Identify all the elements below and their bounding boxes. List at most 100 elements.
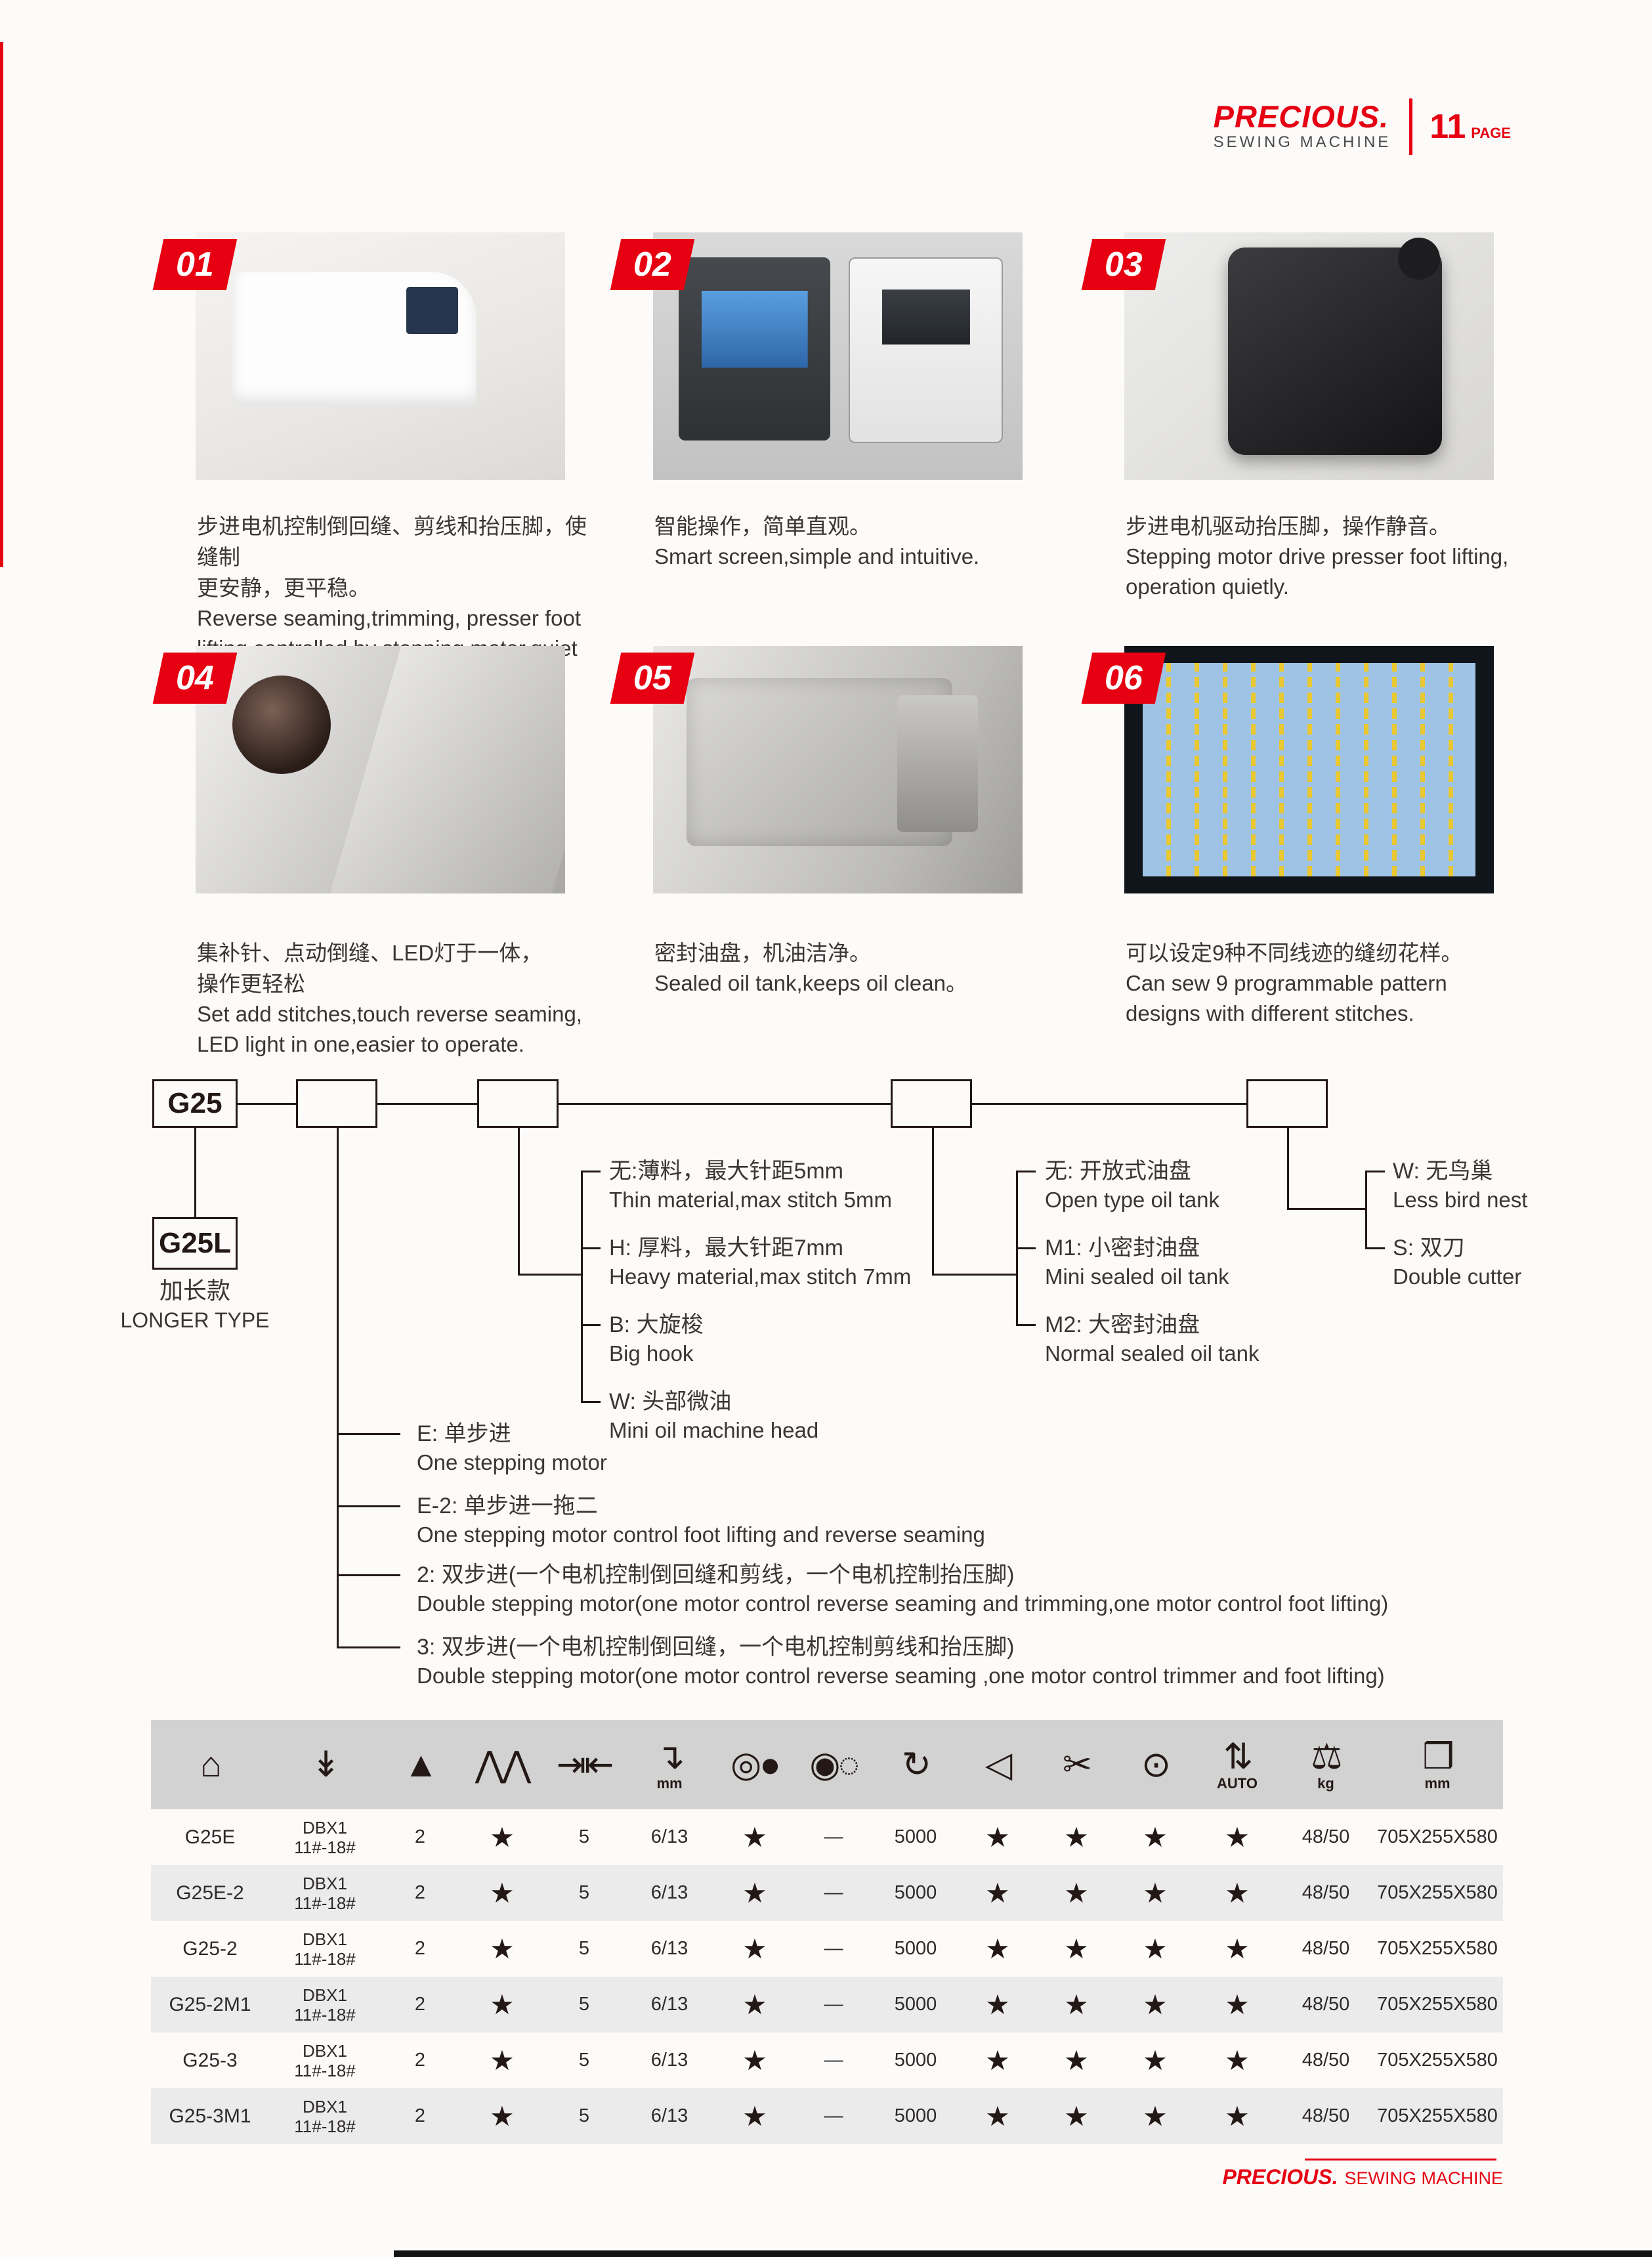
- connector-line: [581, 1401, 601, 1403]
- spec-value: ★: [1143, 1989, 1168, 2020]
- spec-value: 6/13: [650, 1882, 688, 1903]
- option-en: Less bird nest: [1393, 1188, 1528, 1212]
- connector-line: [337, 1574, 400, 1576]
- connector-line: [932, 1128, 934, 1276]
- feature-text: 智能操作，简单直观。Smart screen,simple and intuit…: [654, 511, 1048, 572]
- spec-value: 6/13: [650, 1994, 688, 2015]
- spec-value: 5000: [894, 1994, 937, 2015]
- spec-value: ★: [1064, 1989, 1089, 2020]
- connector-line: [377, 1103, 477, 1105]
- spec-value: ★: [1225, 1933, 1250, 1964]
- option-cn: 2: 双步进(一个电机控制倒回缝和剪线，一个电机控制抬压脚): [417, 1562, 1015, 1587]
- spec-value: ★: [985, 1933, 1010, 1964]
- spec-value: ★: [985, 2045, 1010, 2076]
- spec-value: 5000: [894, 1882, 937, 1903]
- spec-value: 705X255X580: [1377, 1938, 1498, 1959]
- column-header-auto-foot-lift-icon: ⇅AUTO: [1195, 1720, 1280, 1809]
- column-header-feed-dog-icon: ⋀⋀: [459, 1720, 545, 1809]
- max-speed-icon: ↻: [901, 1745, 931, 1784]
- auto-foot-lift-icon: ⇅: [1223, 1737, 1253, 1776]
- motor-option-1: E-2: 单步进一拖二 One stepping motor control fo…: [417, 1492, 1441, 1549]
- footer-brand: PRECIOUS.: [1222, 2165, 1338, 2189]
- feature-number: 02: [633, 246, 671, 284]
- option-cn: E: 单步进: [417, 1421, 511, 1446]
- spec-value: ★: [1064, 1822, 1089, 1853]
- needle-gauge-icon: ⇥⇤: [556, 1745, 614, 1784]
- connector-line: [337, 1646, 400, 1648]
- model-box-g25l: G25L: [152, 1217, 238, 1270]
- spec-value: 5: [578, 2050, 590, 2071]
- feature-photo-03: [1124, 232, 1494, 480]
- model-name: G25E: [184, 1826, 236, 1848]
- feature-text: 可以设定9种不同线迹的缝纫花样。Can sew 9 programmable p…: [1126, 937, 1519, 1029]
- connector-line: [1365, 1247, 1385, 1249]
- spec-value: 5000: [894, 1938, 937, 1959]
- spec-value: ★: [490, 1822, 515, 1853]
- option-cn: W: 无鸟巢: [1393, 1159, 1493, 1184]
- spec-value: 2: [414, 1938, 426, 1959]
- connector-line: [581, 1171, 583, 1403]
- model-name: G25-2: [182, 1937, 238, 1960]
- column-header-rotary-hook-icon: ◎●: [715, 1720, 794, 1809]
- spec-value: ★: [490, 1933, 515, 1964]
- spec-value: 48/50: [1302, 1938, 1350, 1959]
- page-label: PAGE: [1471, 125, 1511, 141]
- page-footer: PRECIOUS.SEWING MACHINE: [1222, 2165, 1503, 2189]
- feature-photo-04: [196, 646, 565, 893]
- spec-value: ★: [742, 1933, 767, 1964]
- spec-value: ★: [490, 2101, 515, 2132]
- feature-text-cn: 步进电机控制倒回缝、剪线和抬压脚，使缝制 更安静，更平稳。: [197, 514, 587, 600]
- feature-number-badge: 02: [610, 239, 695, 290]
- spec-table-header-row: ⌂↡▲⋀⋀⇥⇤↴mm◎●◉◌↻◁✂⊙⇅AUTO⚖kg❒mm: [151, 1720, 1503, 1809]
- column-sub-label: AUTO: [1217, 1775, 1258, 1792]
- extra-option-0: W: 无鸟巢 Less bird nest: [1393, 1157, 1652, 1214]
- spec-value: 6/13: [650, 1938, 688, 1959]
- header-divider: [1409, 98, 1413, 155]
- reverse-lever-icon: ◁: [985, 1745, 1012, 1784]
- column-header-needle-gauge-icon: ⇥⇤: [545, 1720, 624, 1809]
- column-sub-label: kg: [1317, 1775, 1334, 1792]
- spec-value: 5: [578, 2105, 590, 2126]
- spec-value: ★: [490, 2045, 515, 2076]
- spec-value: ★: [1143, 1822, 1168, 1853]
- spec-value: ★: [1225, 1878, 1250, 1908]
- feature-number-badge: 05: [610, 653, 695, 704]
- spec-value: ★: [985, 1878, 1010, 1908]
- spec-value: ★: [1064, 2045, 1089, 2076]
- spec-value: —: [824, 2105, 843, 2126]
- option-cn: E-2: 单步进一拖二: [417, 1494, 598, 1518]
- option-cn: 无: 开放式油盘: [1045, 1159, 1191, 1184]
- spec-value: 705X255X580: [1377, 1826, 1498, 1847]
- option-slot-box-3: [891, 1079, 972, 1128]
- connector-line: [518, 1274, 583, 1276]
- spec-value: 5: [578, 1826, 590, 1847]
- spec-value: ★: [490, 1989, 515, 2020]
- option-cn: 3: 双步进(一个电机控制倒回缝，一个电机控制剪线和抬压脚): [417, 1635, 1015, 1660]
- feed-dog-icon: ⋀⋀: [475, 1745, 532, 1784]
- rotary-hook-icon: ◎●: [731, 1745, 781, 1784]
- spec-value: 705X255X580: [1377, 2105, 1498, 2126]
- spec-value: 48/50: [1302, 1826, 1350, 1847]
- page-edge-accent: [0, 42, 3, 567]
- option-en: Double stepping motor(one motor control …: [417, 1591, 1389, 1616]
- feature-photo-05: [653, 646, 1023, 893]
- feature-text-en: Set add stitches,touch reverse seaming, …: [197, 1002, 582, 1056]
- option-en: One stepping motor: [417, 1450, 607, 1474]
- option-en: One stepping motor control foot lifting …: [417, 1522, 985, 1547]
- column-header-reverse-lever-icon: ◁: [958, 1720, 1037, 1809]
- spec-value: ★: [1225, 2101, 1250, 2132]
- feature-text-cn: 智能操作，简单直观。: [654, 514, 871, 538]
- spec-value: ★: [1225, 2045, 1250, 2076]
- model-name: G25-3M1: [169, 2105, 251, 2127]
- column-header-presser-foot-height-icon: ↴mm: [624, 1720, 715, 1809]
- spec-value: 5000: [894, 1826, 937, 1847]
- spec-value: 5000: [894, 2105, 937, 2126]
- spec-value: —: [824, 1994, 843, 2015]
